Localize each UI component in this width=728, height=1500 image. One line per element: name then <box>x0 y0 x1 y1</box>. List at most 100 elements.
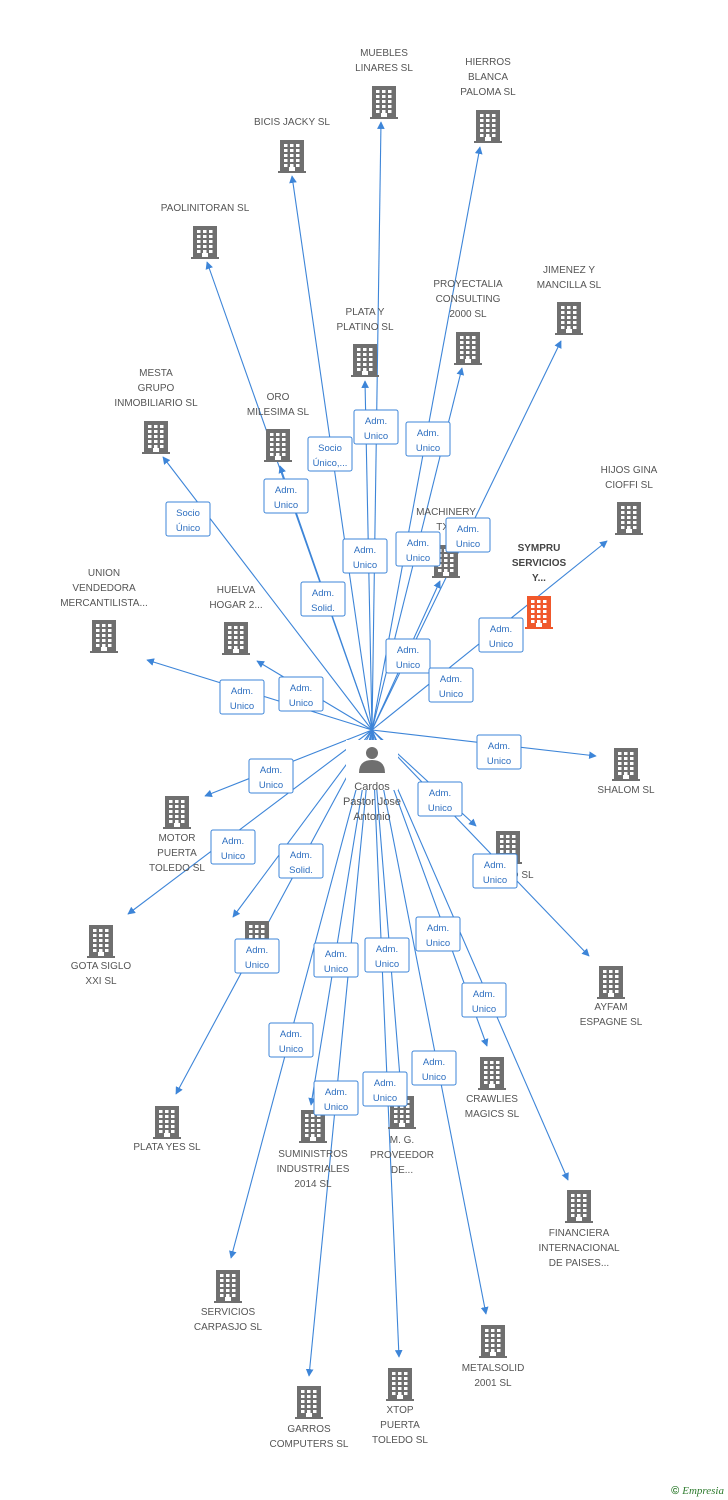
role-badge-suministros[interactable]: Adm.Unico <box>313 942 359 978</box>
company-label-line: CRAWLIES <box>466 1094 518 1105</box>
role-badge-paolinitoran[interactable]: Adm.Unico <box>263 478 309 514</box>
company-label-line: MERCANTILISTA... <box>60 598 148 609</box>
company-label-line: Y... <box>532 573 546 584</box>
company-label-line: M. G. <box>390 1135 414 1146</box>
company-node-hijos-gina[interactable]: HIJOS GINA CIOFFI SL <box>601 465 658 535</box>
company-node-plata-yes[interactable]: PLATA YES SL <box>133 1106 201 1153</box>
role-text: Unico <box>396 660 420 671</box>
company-label-line: MOTOR <box>158 833 195 844</box>
role-text: Adm. <box>407 538 429 549</box>
role-text: Adm. <box>246 945 268 956</box>
building-icon <box>90 620 118 653</box>
role-badge-financiera[interactable]: Adm.Unico <box>461 982 507 1018</box>
role-text: Unico <box>487 756 511 767</box>
company-node-shalom[interactable]: SHALOM SL <box>597 748 655 796</box>
role-text: Adm. <box>325 1087 347 1098</box>
building-icon <box>615 502 643 535</box>
building-icon <box>454 332 482 365</box>
role-badge-shalom[interactable]: Adm.Unico <box>476 734 522 770</box>
role-badge-sympru[interactable]: Adm.Unico <box>428 667 474 703</box>
person-name-line: Pastor Jose <box>343 796 401 808</box>
role-badge-proyectalia[interactable]: Adm.Unico <box>342 538 388 574</box>
role-badge-hierros[interactable]: Adm.Unico <box>405 421 451 457</box>
company-label-line: PUERTA <box>157 848 197 859</box>
role-text: Unico <box>422 1072 446 1083</box>
role-badge-machinery[interactable]: Adm.Unico <box>385 638 431 674</box>
role-badge-bicis[interactable]: SocioÚnico,... <box>307 436 353 472</box>
company-node-bicis[interactable]: BICIS JACKY SL <box>254 117 330 173</box>
role-badge-oro-sl[interactable]: Adm.Solid. <box>278 843 324 879</box>
role-text: Adm. <box>290 850 312 861</box>
role-text: Unico <box>289 698 313 709</box>
company-label-line: PUERTA <box>380 1420 420 1431</box>
company-node-paolinitoran[interactable]: PAOLINITORAN SL <box>161 203 250 259</box>
role-text: Socio <box>176 508 200 519</box>
role-badge-xtop[interactable]: Adm. Unico <box>362 1071 408 1107</box>
role-text: Unico <box>373 1093 397 1104</box>
building-icon <box>295 1386 323 1419</box>
building-icon <box>565 1190 593 1223</box>
role-text: Unico <box>274 500 298 511</box>
role-badge-plata-platino[interactable]: Adm.Unico <box>395 531 441 567</box>
role-text: Unico <box>472 1004 496 1015</box>
role-badge-garros[interactable]: Adm.Unico <box>313 1080 359 1116</box>
company-label-line: HIERROS <box>465 57 511 68</box>
role-text: Unico <box>426 938 450 949</box>
role-text: Socio <box>318 443 342 454</box>
role-badge-ayfam[interactable]: Adm.Unico <box>472 853 518 889</box>
role-badge-jimenez[interactable]: Adm.Unico <box>445 517 491 553</box>
footer-brand[interactable]: © Empresia <box>671 1485 724 1497</box>
building-icon <box>612 748 640 781</box>
role-badge-plata-yes[interactable]: Adm.Unico <box>234 938 280 974</box>
role-badge-servicios-carpasjo[interactable]: Adm.Unico <box>268 1022 314 1058</box>
role-badge-muebles[interactable]: Adm.Unico <box>353 409 399 445</box>
role-badge-metalsolid[interactable]: Adm.Unico <box>411 1050 457 1086</box>
role-text: Adm. <box>374 1078 396 1089</box>
role-badge-crawlies[interactable]: Adm. Unico <box>415 916 461 952</box>
building-icon <box>214 1270 242 1303</box>
company-label-line: HIJOS GINA <box>601 465 658 476</box>
role-text: Adm. <box>325 949 347 960</box>
company-label-line: CIOFFI SL <box>605 480 653 491</box>
company-node-mg[interactable]: M. G.PROVEEDORDE... <box>370 1096 434 1176</box>
company-label-line: HUELVA <box>217 585 256 596</box>
role-badge-huelva[interactable]: Adm.Unico <box>278 676 324 712</box>
role-badge-cobo[interactable]: Adm.Unico <box>417 781 463 817</box>
company-node-sympru[interactable]: SYMPRUSERVICIOSY... <box>512 543 567 629</box>
building-icon <box>525 596 553 629</box>
role-text: Adm. <box>427 923 449 934</box>
role-badge-oro-milesima[interactable]: Adm.Solid. <box>300 581 346 617</box>
role-badge-gota[interactable]: Adm.Unico <box>210 829 256 865</box>
role-badge-hijos-gina[interactable]: Adm.Unico <box>478 617 524 653</box>
company-label-line: 2001 SL <box>474 1378 512 1389</box>
edge-plata-yes <box>175 729 373 1095</box>
edge-gota <box>127 729 373 915</box>
role-badge-mg[interactable]: Adm.Unico <box>364 937 410 973</box>
company-label-line: BICIS JACKY SL <box>254 117 330 128</box>
role-badge-motor[interactable]: Adm.Unico <box>248 758 294 794</box>
role-text: Adm. <box>365 416 387 427</box>
company-label-line: PROYECTALIA <box>433 279 503 290</box>
role-badge-union[interactable]: Adm.Unico <box>219 679 265 715</box>
company-node-union[interactable]: UNIONVENDEDORAMERCANTILISTA... <box>60 568 148 653</box>
